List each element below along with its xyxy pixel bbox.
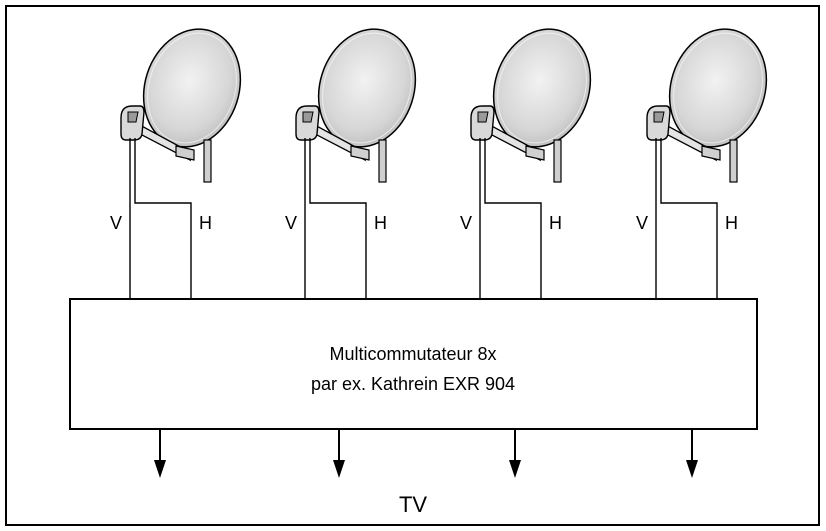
lnb-feedhorn <box>477 111 489 123</box>
dish-rim <box>147 32 237 144</box>
cable-h <box>484 138 542 299</box>
multiswitch-model: par ex. Kathrein EXR 904 <box>311 374 515 394</box>
lnb-feedhorn <box>302 111 314 123</box>
dish-rim <box>322 32 412 144</box>
lnb-body <box>120 105 145 141</box>
arm-bracket <box>175 145 195 161</box>
outputs-group <box>154 429 698 478</box>
lnb-body <box>295 105 320 141</box>
polarity-v-label: V <box>460 213 472 233</box>
output-arrowhead-3 <box>509 460 521 478</box>
polarity-h-label: H <box>725 213 738 233</box>
lnb-feedhorn <box>653 111 665 123</box>
polarity-v-label: V <box>110 213 122 233</box>
lnb-body <box>470 105 495 141</box>
arm-bracket <box>350 145 370 161</box>
multiswitch-title: Multicommutateur 8x <box>329 344 496 364</box>
mast <box>378 139 387 183</box>
polarity-h-label: H <box>549 213 562 233</box>
arm-bracket <box>701 145 721 161</box>
cable-h <box>134 138 192 299</box>
polarity-v-label: V <box>636 213 648 233</box>
dish-rim <box>497 32 587 144</box>
polarity-h-label: H <box>199 213 212 233</box>
output-arrowhead-2 <box>333 460 345 478</box>
output-arrowhead-1 <box>154 460 166 478</box>
output-arrowhead-4 <box>686 460 698 478</box>
polarity-v-label: V <box>285 213 297 233</box>
arm-bracket <box>525 145 545 161</box>
mast <box>553 139 562 183</box>
mast <box>203 139 212 183</box>
polarity-h-label: H <box>374 213 387 233</box>
outer-frame <box>5 5 820 526</box>
cable-h <box>309 138 367 299</box>
mast <box>729 139 738 183</box>
multiswitch-box <box>69 298 758 430</box>
tv-label: TV <box>399 492 427 517</box>
lnb-body <box>646 105 671 141</box>
cable-h <box>660 138 718 299</box>
dish-rim <box>673 32 763 144</box>
lnb-feedhorn <box>127 111 139 123</box>
